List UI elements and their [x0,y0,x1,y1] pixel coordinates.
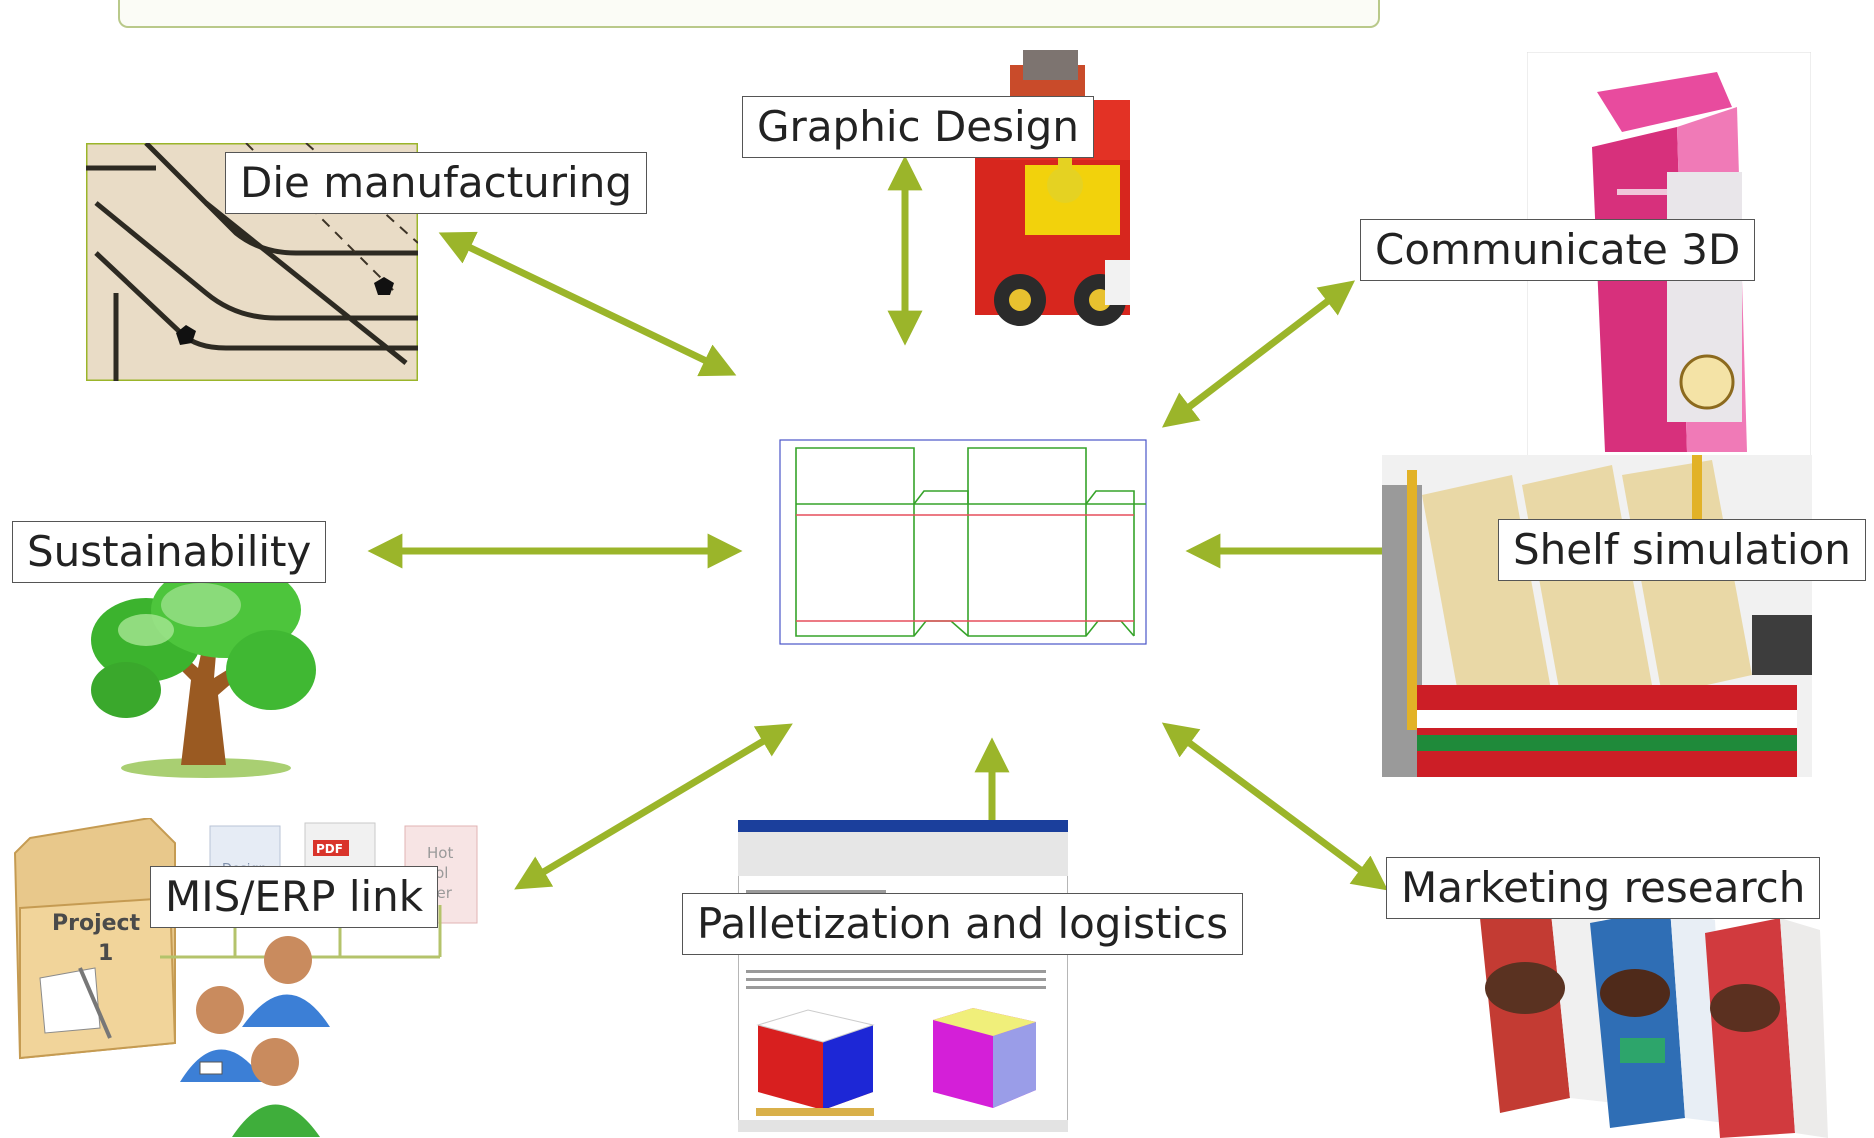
palletization-report-screenshot [738,820,1068,1132]
arrow-die-manufacturing [438,231,737,377]
arrow-marketing-research [1161,722,1389,891]
node-label-die-manufacturing: Die manufacturing [225,152,648,214]
node-label-shelf-simulation: Shelf simulation [1498,519,1866,581]
carton-dieline [779,439,1147,645]
node-label-communicate-3d: Communicate 3D [1360,219,1756,281]
file-pdf-label: PDF [316,842,343,856]
title-banner [118,0,1380,28]
arrow-mis-erp [514,723,793,890]
shelf-display-photo [1382,455,1812,777]
node-label-marketing-research: Marketing research [1386,857,1821,919]
folder-label-line1: Project [52,911,141,936]
file-hot-label: Hot [427,844,453,862]
node-label-sustainability: Sustainability [12,521,327,583]
tree-icon [91,562,316,778]
cereal-box-photo [1480,903,1828,1138]
fire-truck-box-photo [975,50,1130,326]
node-label-palletization: Palletization and logistics [682,893,1244,955]
node-label-graphic-design: Graphic Design [742,96,1094,158]
users-icon [180,936,330,1137]
node-label-mis-erp-link: MIS/ERP link [150,866,439,928]
arrow-communicate-3d [1161,280,1356,428]
project-folder-icon: Project 1 [13,818,177,1060]
folder-label-line2: 1 [98,941,113,966]
